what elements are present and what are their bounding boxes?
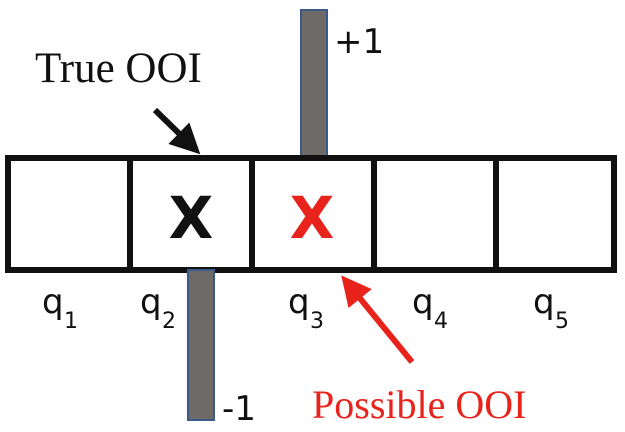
q2-subscript: 2 — [162, 309, 176, 334]
cell-q1 — [5, 155, 133, 273]
plus-one-bar — [300, 9, 328, 161]
possible-ooi-label: Possible OOI — [312, 382, 526, 427]
q3-subscript: 3 — [310, 309, 324, 334]
q1-letter: q — [42, 282, 64, 322]
minus-one-label: -1 — [222, 389, 256, 429]
q2-letter: q — [140, 282, 162, 322]
true-ooi-mark: X — [169, 184, 214, 252]
minus-one-bar — [187, 269, 215, 421]
possible-ooi-mark: X — [290, 184, 335, 252]
q2-label: q 2 — [140, 282, 176, 334]
q3-letter: q — [288, 282, 310, 322]
cell-q4 — [371, 155, 499, 273]
q1-subscript: 1 — [64, 309, 78, 334]
possible-ooi-arrow — [341, 275, 415, 364]
true-ooi-label: True OOI — [35, 45, 202, 92]
q4-label: q 4 — [412, 282, 448, 334]
q4-letter: q — [412, 282, 434, 322]
q5-label: q 5 — [533, 282, 569, 334]
plus-one-label: +1 — [334, 22, 384, 62]
true-ooi-arrow — [152, 107, 201, 155]
q5-subscript: 5 — [555, 309, 569, 334]
q3-label: q 3 — [288, 282, 324, 334]
cell-q5 — [493, 155, 617, 273]
q1-label: q 1 — [42, 282, 78, 334]
q5-letter: q — [533, 282, 555, 322]
q4-subscript: 4 — [434, 309, 448, 334]
